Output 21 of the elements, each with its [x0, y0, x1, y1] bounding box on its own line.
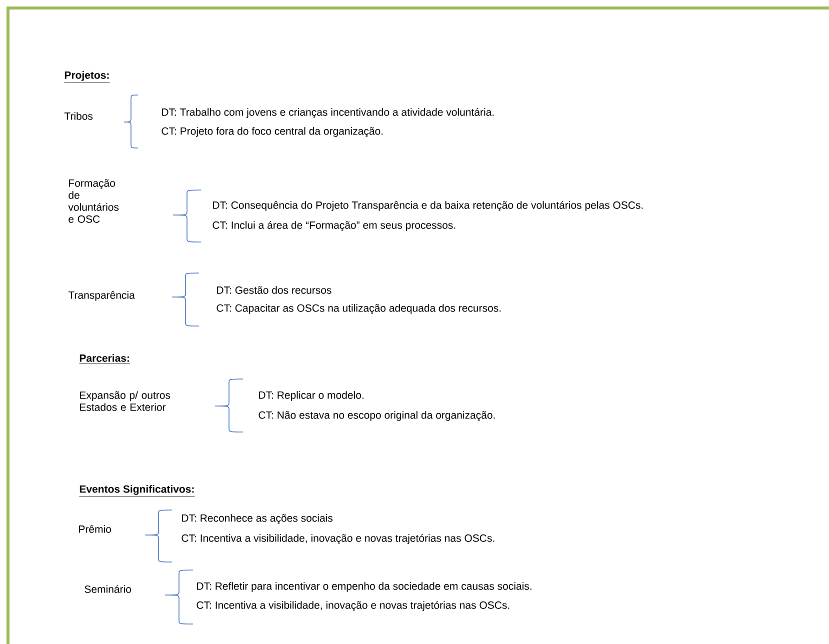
description-line: DT: Consequência do Projeto Transparência e da baixa retenção de voluntários pelas OSCs.: [213, 201, 643, 211]
description-line: DT: Trabalho com jovens e crianças incentivando a atividade voluntária.: [162, 108, 494, 118]
item-label: Tribos: [64, 112, 93, 120]
section-heading: Parcerias:: [79, 354, 130, 364]
description-line: DT: Reconhece as ações sociais: [182, 514, 333, 524]
description-line: CT: Incentiva a visibilidade, inovação e novas trajetórias nas OSCs.: [182, 534, 494, 544]
description-line: CT: Incentiva a visibilidade, inovação e novas trajetórias nas OSCs.: [196, 601, 510, 611]
description-line: CT: Não estava no escopo original da organização.: [258, 411, 495, 421]
description-line: DT: Refletir para incentivar o empenho da sociedade em causas sociais.: [197, 582, 532, 592]
item-label: Expansão p/ outros Estados e Exterior: [80, 391, 170, 411]
item-label: Transparência: [68, 291, 135, 301]
item-label: Seminário: [84, 585, 132, 593]
description-line: CT: Inclui a área de “Formação” em seus processos.: [212, 221, 456, 231]
description-line: DT: Gestão dos recursos: [217, 286, 332, 294]
description-line: CT: Capacitar as OSCs na utilização adequada dos recursos.: [216, 304, 501, 314]
section-heading: Projetos:: [64, 71, 110, 82]
item-label: Formação de voluntários e OSC: [68, 179, 119, 223]
description-line: DT: Replicar o modelo.: [259, 391, 364, 401]
item-label: Prêmio: [79, 525, 112, 533]
description-line: CT: Projeto fora do foco central da organização.: [162, 127, 383, 137]
section-heading: Eventos Significativos:: [79, 485, 195, 496]
